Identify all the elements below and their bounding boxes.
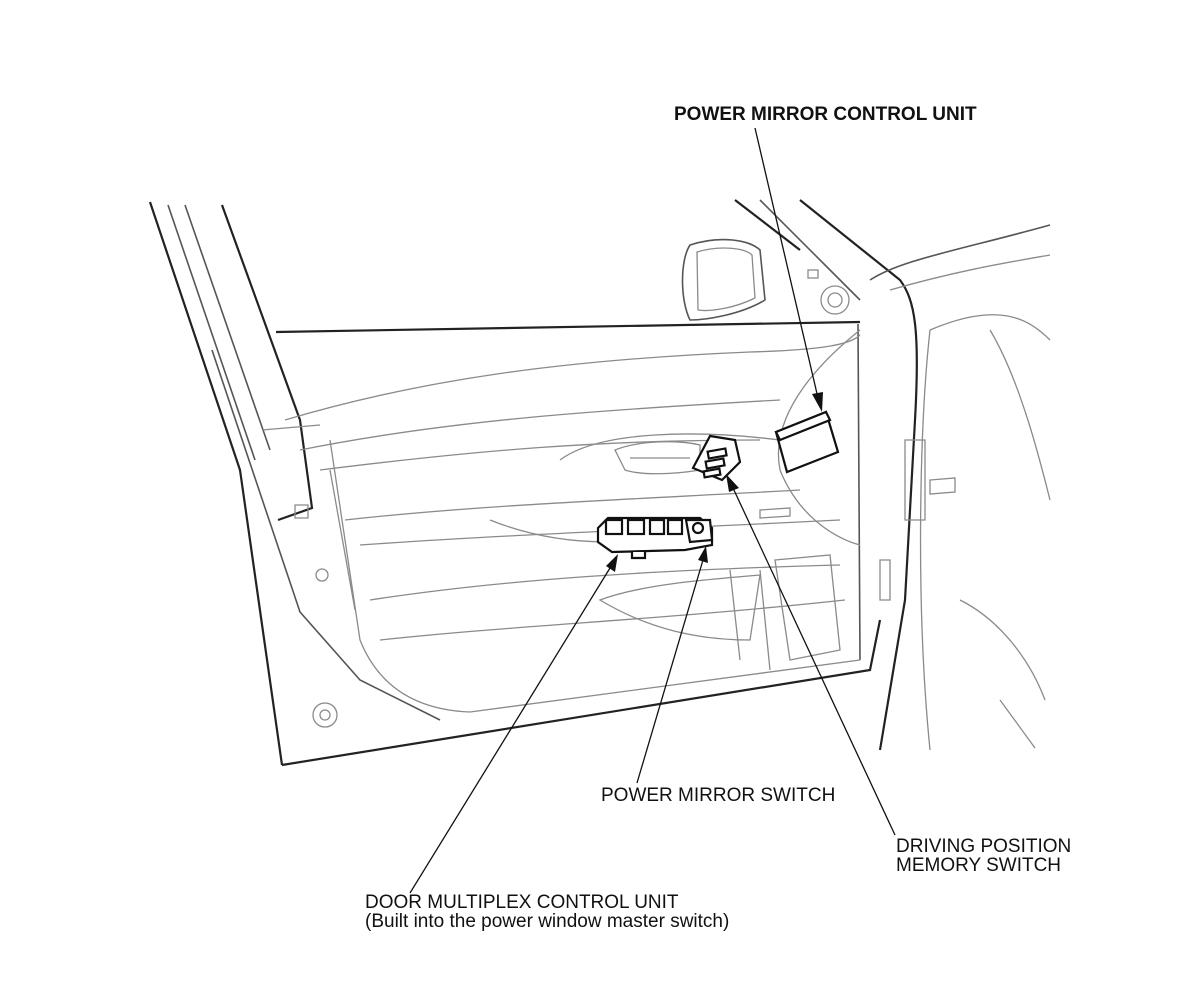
leader-lines (409, 127, 896, 894)
arrow-driving-position-memory-switch (726, 474, 739, 492)
power-mirror-control-unit-part (774, 410, 840, 474)
label-power-mirror-control-unit: POWER MIRROR CONTROL UNIT (674, 104, 977, 125)
power-window-master-switch-part (596, 516, 714, 560)
label-driving-position-memory-switch-line1: DRIVING POSITION (896, 836, 1072, 857)
leader-driving-position-memory-switch (732, 487, 896, 836)
label-power-mirror-switch: POWER MIRROR SWITCH (601, 785, 836, 806)
body-side (869, 224, 1051, 751)
driving-position-memory-switch-part (691, 434, 742, 482)
arrow-door-multiplex-control-unit (606, 554, 618, 572)
label-driving-position-memory-switch-line2: MEMORY SWITCH (896, 855, 1062, 876)
leader-power-mirror-control-unit (754, 127, 819, 399)
door-frame (148, 201, 882, 767)
label-door-multiplex-control-unit-line1: DOOR MULTIPLEX CONTROL UNIT (365, 892, 679, 913)
label-door-multiplex-control-unit-line2: (Built into the power window master swit… (365, 911, 730, 932)
arrow-power-mirror-switch (698, 546, 708, 563)
arrow-power-mirror-control-unit (812, 392, 823, 412)
leader-door-multiplex-control-unit (409, 567, 611, 894)
mirror-area (681, 199, 918, 751)
door-trim-panel (284, 334, 861, 713)
leader-power-mirror-switch (636, 559, 704, 784)
